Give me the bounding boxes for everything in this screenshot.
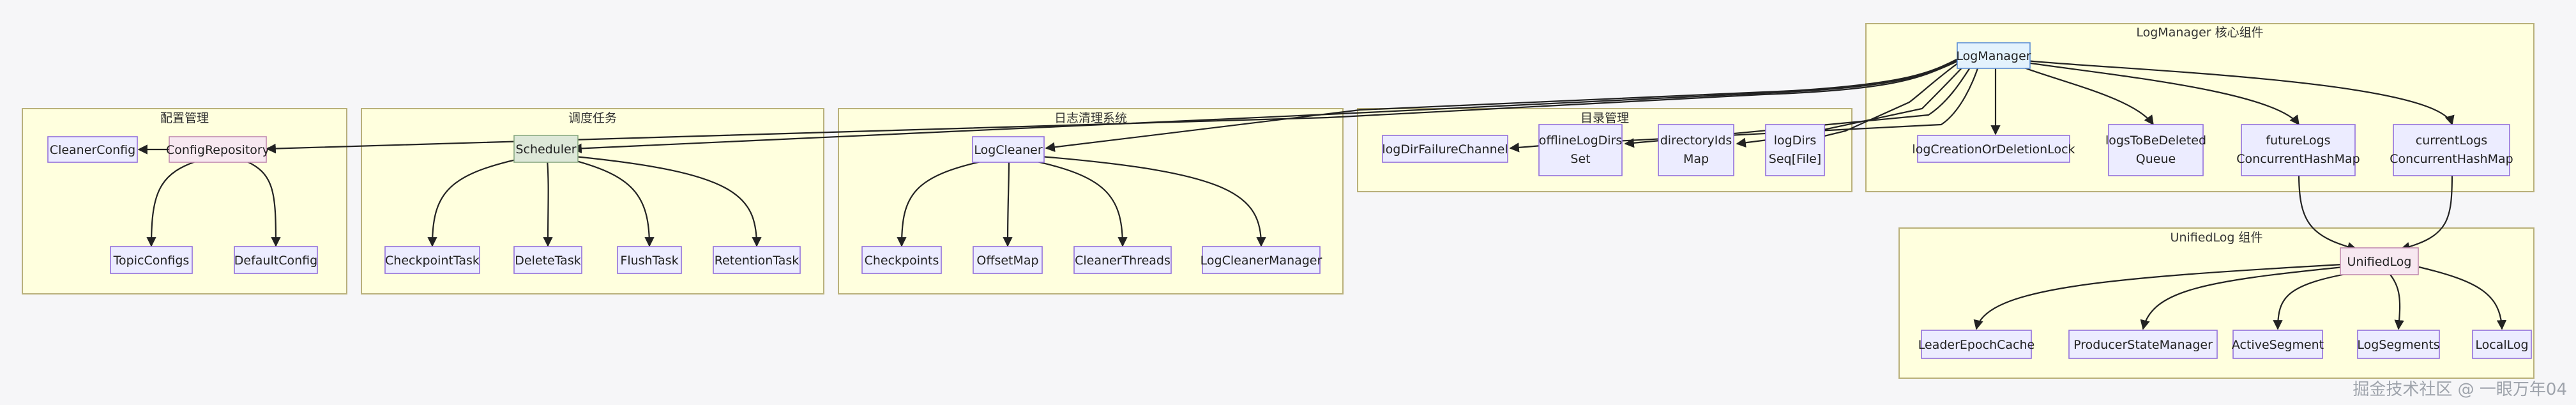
svg-text:LocalLog: LocalLog [2475, 338, 2528, 352]
cluster-unifiedlog-label: UnifiedLog 组件 [2171, 231, 2263, 245]
node-log-creation-or-deletion-lock[interactable]: logCreationOrDeletionLock [1912, 135, 2075, 163]
node-log-dirs-seq[interactable]: logDirs Seq[File] [1765, 124, 1825, 176]
node-unified-log[interactable]: UnifiedLog [2340, 247, 2419, 275]
node-cleaner-config[interactable]: CleanerConfig [47, 136, 138, 163]
node-current-logs[interactable]: currentLogs ConcurrentHashMap [2390, 124, 2513, 176]
svg-text:RetentionTask: RetentionTask [715, 254, 799, 268]
node-log-cleaner-manager[interactable]: LogCleanerManager [1201, 246, 1322, 274]
svg-text:currentLogs: currentLogs [2416, 134, 2487, 148]
node-log-dir-failure-channel[interactable]: logDirFailureChannel [1382, 135, 1508, 163]
watermark: 掘金技术社区 @ 一眼万年04 [2352, 380, 2567, 399]
svg-text:CleanerThreads: CleanerThreads [1075, 254, 1171, 268]
node-producer-state-manager[interactable]: ProducerStateManager [2068, 330, 2218, 359]
svg-text:UnifiedLog: UnifiedLog [2347, 255, 2412, 269]
node-delete-task[interactable]: DeleteTask [513, 246, 582, 274]
node-log-manager[interactable]: LogManager [1956, 42, 2031, 69]
cluster-cleaner-label: 日志清理系统 [1054, 111, 1127, 125]
svg-text:ConcurrentHashMap: ConcurrentHashMap [2390, 152, 2513, 166]
svg-text:ConcurrentHashMap: ConcurrentHashMap [2236, 152, 2360, 166]
svg-text:logDirFailureChannel: logDirFailureChannel [1382, 142, 1508, 157]
node-topic-configs[interactable]: TopicConfigs [110, 246, 193, 274]
svg-text:ConfigRepository: ConfigRepository [166, 143, 269, 157]
node-offline-log-dirs-set[interactable]: offlineLogDirs Set [1538, 124, 1623, 176]
svg-text:Set: Set [1570, 152, 1590, 166]
svg-text:logDirs: logDirs [1774, 134, 1817, 148]
svg-text:CleanerConfig: CleanerConfig [50, 143, 135, 157]
svg-text:logCreationOrDeletionLock: logCreationOrDeletionLock [1912, 142, 2075, 157]
svg-text:OffsetMap: OffsetMap [976, 254, 1038, 268]
svg-text:ProducerStateManager: ProducerStateManager [2073, 338, 2213, 352]
node-flush-task[interactable]: FlushTask [617, 246, 682, 274]
edges [137, 57, 2507, 330]
svg-text:directoryIds: directoryIds [1660, 134, 1732, 148]
svg-text:DeleteTask: DeleteTask [515, 254, 580, 268]
svg-text:LogCleaner: LogCleaner [974, 143, 1043, 157]
svg-text:offlineLogDirs: offlineLogDirs [1539, 134, 1623, 148]
cluster-scheduler-label: 调度任务 [568, 111, 617, 125]
node-config-repository[interactable]: ConfigRepository [166, 136, 269, 163]
svg-text:Seq[File]: Seq[File] [1769, 152, 1821, 166]
node-scheduler[interactable]: Scheduler [513, 135, 579, 163]
svg-text:Checkpoints: Checkpoints [865, 254, 939, 268]
node-cleaner-threads[interactable]: CleanerThreads [1073, 246, 1172, 274]
svg-text:Scheduler: Scheduler [515, 142, 576, 157]
node-directory-ids-map[interactable]: directoryIds Map [1658, 124, 1734, 176]
node-future-logs[interactable]: futureLogs ConcurrentHashMap [2236, 124, 2360, 176]
svg-text:TopicConfigs: TopicConfigs [113, 254, 190, 268]
node-active-segment[interactable]: ActiveSegment [2232, 330, 2324, 359]
node-log-segments[interactable]: LogSegments [2357, 330, 2440, 359]
svg-text:LogManager: LogManager [1956, 49, 2031, 63]
cluster-dirs-label: 目录管理 [1580, 111, 1629, 125]
svg-text:FlushTask: FlushTask [620, 254, 678, 268]
node-retention-task[interactable]: RetentionTask [713, 246, 801, 274]
node-default-config[interactable]: DefaultConfig [234, 246, 318, 274]
node-log-cleaner[interactable]: LogCleaner [972, 136, 1045, 163]
svg-text:LogSegments: LogSegments [2357, 338, 2439, 352]
svg-text:futureLogs: futureLogs [2266, 134, 2330, 148]
node-checkpoints[interactable]: Checkpoints [861, 246, 942, 274]
svg-text:DefaultConfig: DefaultConfig [234, 254, 317, 268]
svg-text:Map: Map [1683, 152, 1709, 166]
node-logs-to-be-deleted-queue[interactable]: logsToBeDeleted Queue [2105, 124, 2206, 176]
node-checkpoint-task[interactable]: CheckpointTask [384, 246, 480, 274]
svg-text:LeaderEpochCache: LeaderEpochCache [1918, 338, 2034, 352]
cluster-logmanager-label: LogManager 核心组件 [2136, 26, 2263, 40]
svg-text:Queue: Queue [2136, 152, 2176, 166]
node-local-log[interactable]: LocalLog [2472, 330, 2532, 359]
node-leader-epoch-cache[interactable]: LeaderEpochCache [1918, 330, 2034, 359]
svg-text:CheckpointTask: CheckpointTask [385, 254, 480, 268]
svg-text:LogCleanerManager: LogCleanerManager [1201, 254, 1322, 268]
svg-text:ActiveSegment: ActiveSegment [2232, 338, 2324, 352]
svg-text:logsToBeDeleted: logsToBeDeleted [2105, 134, 2206, 148]
node-offset-map[interactable]: OffsetMap [973, 246, 1043, 274]
cluster-config-label: 配置管理 [160, 111, 209, 125]
